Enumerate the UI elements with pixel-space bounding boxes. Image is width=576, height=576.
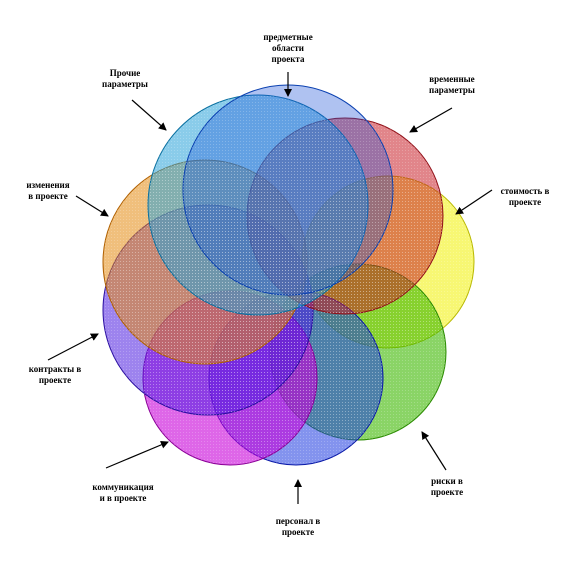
arrow-communications <box>105 441 169 469</box>
label-subject: предметные области проекта <box>263 32 313 64</box>
label-contracts: контракты в проекте <box>28 364 82 385</box>
label-risks: риски в проекте <box>430 476 464 497</box>
arrow-contracts <box>47 333 99 361</box>
arrow-risks <box>421 431 447 471</box>
arrow-time <box>409 107 453 133</box>
label-time: временные параметры <box>429 74 475 95</box>
arrow-other <box>131 99 167 131</box>
label-personnel: персонал в проекте <box>275 516 321 537</box>
arrow-cost <box>455 189 493 215</box>
arrow-changes <box>75 195 109 217</box>
label-cost: стоимость в проекте <box>500 186 550 207</box>
label-changes: изменения в проекте <box>26 180 70 201</box>
label-communications: коммуникация и в проекте <box>92 482 154 503</box>
label-other: Прочие параметры <box>102 68 148 89</box>
